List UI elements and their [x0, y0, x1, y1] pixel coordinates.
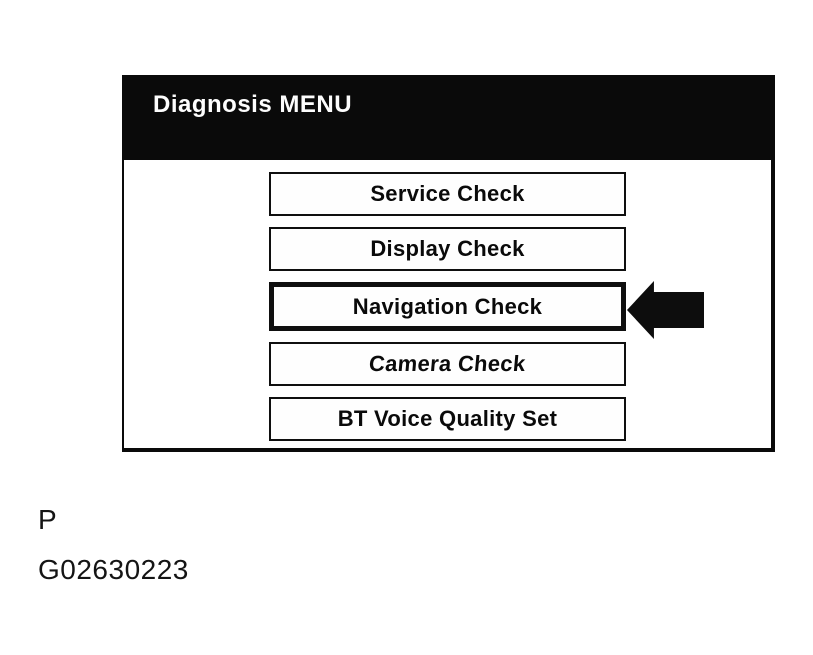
bt-voice-quality-set-label: BT Voice Quality Set: [337, 406, 558, 431]
camera-check-button[interactable]: Camera Check: [269, 342, 626, 386]
bt-voice-quality-set-button[interactable]: BT Voice Quality Set: [269, 397, 626, 441]
navigation-check-button[interactable]: Navigation Check: [269, 282, 626, 331]
diagnosis-menu-panel: Diagnosis MENU Service Check Display Che…: [122, 75, 775, 452]
panel-title: Diagnosis MENU: [122, 75, 775, 160]
camera-check-label: Camera Check: [368, 351, 527, 376]
service-check-label: Service Check: [370, 181, 525, 206]
display-check-label: Display Check: [370, 236, 525, 261]
service-check-button[interactable]: Service Check: [269, 172, 626, 216]
figure-id: G02630223: [38, 554, 189, 585]
display-check-button[interactable]: Display Check: [269, 227, 626, 271]
navigation-check-label: Navigation Check: [352, 293, 543, 319]
page-marker: P: [38, 504, 58, 535]
